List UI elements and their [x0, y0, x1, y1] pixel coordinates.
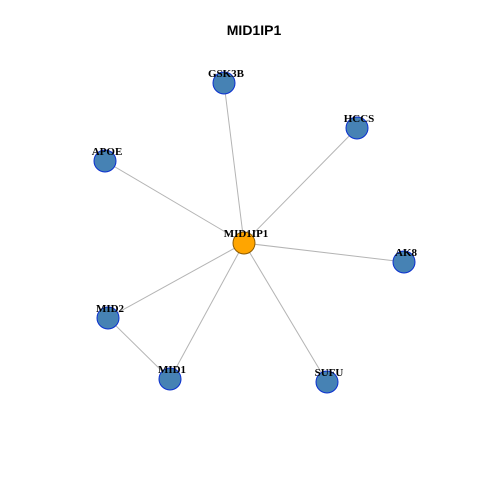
node-gsk3b: GSK3B: [208, 68, 245, 95]
node-label-gsk3b: GSK3B: [208, 68, 245, 80]
edge-mid1ip1-hccs: [243, 127, 358, 244]
node-label-hccs: HCCS: [344, 113, 375, 125]
edge-mid1ip1-ak8: [243, 242, 405, 263]
node-mid1ip1: MID1IP1: [224, 228, 269, 255]
node-label-apoe: APOE: [92, 146, 123, 158]
node-mid1: MID1: [158, 364, 186, 391]
node-label-ak8: AK8: [395, 247, 418, 259]
node-label-mid1: MID1: [158, 364, 186, 376]
node-hccs: HCCS: [344, 113, 375, 140]
edge-mid1ip1-apoe: [104, 160, 245, 244]
edge-mid1ip1-gsk3b: [223, 82, 245, 244]
node-circle-mid1: [158, 367, 182, 391]
node-circle-gsk3b: [212, 71, 236, 95]
diagram-title: MID1IP1: [227, 22, 282, 38]
node-label-mid2: MID2: [96, 303, 125, 315]
node-circle-mid2: [96, 306, 120, 330]
node-ak8: AK8: [392, 247, 418, 274]
edges-layer: [104, 82, 405, 383]
edge-mid1ip1-sufu: [243, 242, 328, 383]
node-apoe: APOE: [92, 146, 123, 173]
node-mid2: MID2: [96, 303, 125, 330]
node-circle-sufu: [315, 370, 339, 394]
node-circle-apoe: [93, 149, 117, 173]
node-circle-mid1ip1: [232, 231, 256, 255]
node-label-mid1ip1: MID1IP1: [224, 228, 269, 240]
node-circle-hccs: [345, 116, 369, 140]
node-circle-ak8: [392, 250, 416, 274]
edge-mid1ip1-mid1: [169, 242, 245, 380]
node-sufu: SUFU: [315, 367, 344, 394]
edge-mid2-mid1: [107, 317, 171, 380]
edge-mid1ip1-mid2: [107, 242, 245, 319]
node-label-sufu: SUFU: [315, 367, 344, 379]
